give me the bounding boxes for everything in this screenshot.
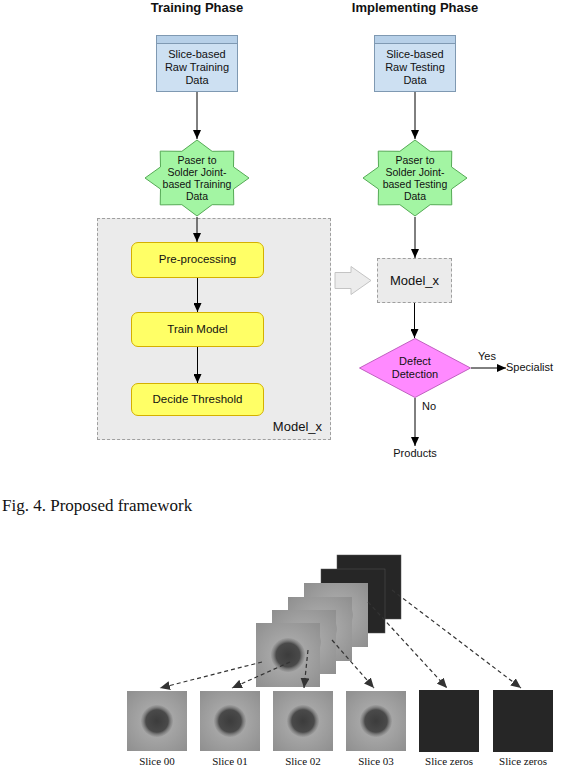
figure-caption: Fig. 4. Proposed framework — [2, 496, 192, 516]
terminal-text: Specialist — [506, 360, 584, 376]
flow-arrow — [415, 217, 416, 258]
image-slice — [273, 691, 333, 751]
parser-star: Paser to Solder Joint-based Training Dat… — [144, 139, 250, 217]
dashed-arrow — [368, 602, 447, 688]
flow-arrow — [471, 368, 506, 369]
phase-heading: Training Phase — [117, 0, 277, 15]
data-source-box: Slice-based Raw Testing Data — [374, 35, 456, 92]
node-text: Train Model — [167, 323, 227, 337]
node-text: Slice-based Raw Testing Data — [379, 48, 451, 88]
star-shape — [363, 140, 467, 216]
image-slice — [127, 691, 187, 751]
diamond-shape — [360, 339, 471, 398]
node-text: Specialist — [506, 361, 553, 374]
image-slice — [256, 623, 320, 687]
edge-label: No — [422, 400, 436, 412]
process-box: Train Model — [131, 312, 264, 347]
flow-arrow — [415, 398, 416, 446]
parser-star: Paser to Solder Joint-based Testing Data — [362, 139, 468, 217]
node-text: Products — [393, 447, 436, 460]
image-slice — [346, 691, 406, 751]
image-slice — [200, 691, 260, 751]
data-source-box: Slice-based Raw Training Data — [156, 35, 238, 92]
slice-label: Slice 00 — [122, 755, 192, 767]
node-text: Defect Detection — [384, 355, 446, 381]
decision-diamond: Defect Detection — [359, 338, 471, 398]
slice-label: Slice 03 — [341, 755, 411, 767]
model-box: Model_x — [377, 258, 452, 303]
model-group: Pre-processingTrain ModelDecide Threshol… — [97, 218, 331, 440]
node-text: Paser to Solder Joint-based Testing Data — [380, 154, 450, 202]
node-text: Decide Threshold — [153, 393, 243, 407]
slice-label: Slice zeros — [414, 755, 484, 767]
zero-slice — [419, 690, 479, 752]
slice-label: Slice 01 — [195, 755, 265, 767]
flow-arrow — [197, 92, 198, 139]
phase-heading: Implementing Phase — [335, 0, 495, 15]
flow-arrow — [414, 303, 415, 338]
block-arrow — [335, 267, 371, 295]
slice-label: Slice zeros — [488, 755, 558, 767]
node-text: Pre-processing — [159, 253, 236, 267]
node-text: Paser to Solder Joint-based Training Dat… — [162, 154, 232, 202]
flow-arrow — [415, 92, 416, 139]
terminal-text: Products — [381, 446, 449, 462]
node-text: Model_x — [390, 273, 439, 289]
star-shape — [145, 140, 249, 216]
dashed-arrow — [304, 650, 308, 688]
edge-label: Yes — [478, 350, 496, 362]
dashed-arrow — [332, 640, 374, 688]
process-box: Pre-processing — [131, 242, 264, 278]
zero-slice — [493, 690, 553, 752]
dashed-arrow — [392, 590, 521, 688]
slice-label: Slice 02 — [268, 755, 338, 767]
slice-stack — [256, 555, 401, 687]
node-text: Model_x — [273, 419, 322, 435]
slice-row — [127, 690, 553, 752]
node-text: Slice-based Raw Training Data — [161, 48, 233, 88]
dashed-arrow — [160, 662, 262, 688]
dashed-arrow — [232, 662, 290, 688]
split-arrows — [160, 590, 521, 688]
process-box: Decide Threshold — [131, 383, 264, 416]
